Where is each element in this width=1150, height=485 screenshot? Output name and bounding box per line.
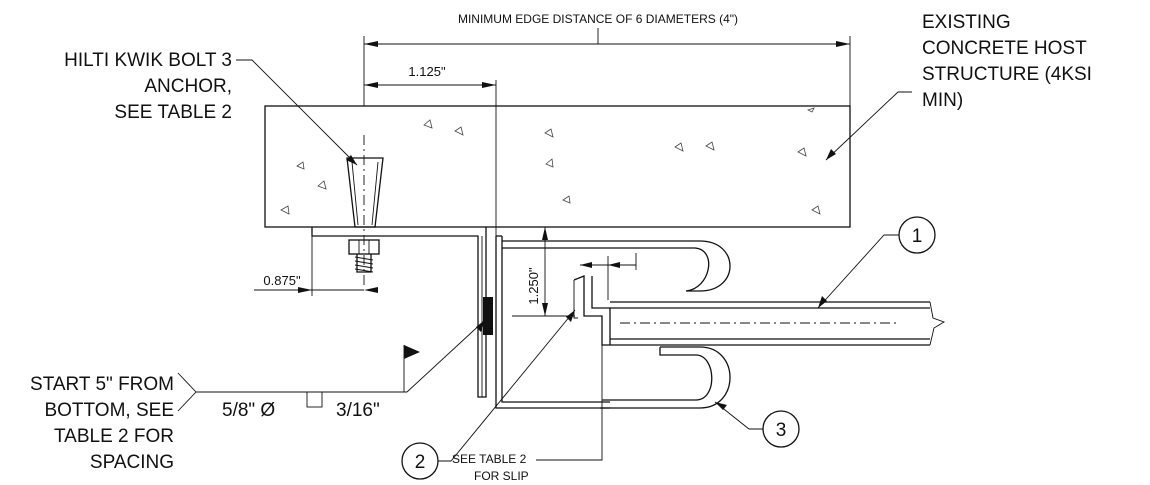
slip-label-line1: SEE TABLE 2 [452, 452, 527, 466]
callout-1-number: 1 [912, 226, 923, 247]
callout-2-number: 2 [415, 452, 426, 473]
steel-angle [311, 227, 493, 398]
weld-symbol: START 5" FROM BOTTOM, SEE TABLE 2 FOR SP… [30, 319, 486, 473]
bolt-offset-dimension-label: 0.875" [263, 273, 301, 288]
slip-label-line2: FOR SLIP [474, 469, 529, 483]
start-label-line1: START 5" FROM [30, 374, 174, 395]
slip-dimension [580, 253, 637, 300]
edge-distance-dimension: MINIMUM EDGE DISTANCE OF 6 DIAMETERS (4"… [363, 12, 851, 106]
gap-dimension: 1.250" [512, 227, 575, 317]
existing-label-line2: CONCRETE HOST [922, 38, 1087, 59]
callout-3-number: 3 [776, 420, 787, 441]
stud-member [610, 301, 946, 346]
start-label-line4: SPACING [90, 452, 174, 473]
slip-note: SEE TABLE 2 FOR SLIP [452, 345, 603, 483]
edge-offset-dimension-label: 1.125" [408, 64, 446, 79]
anchor-label-line1: HILTI KWIK BOLT 3 [64, 50, 232, 71]
min-edge-distance-label: MINIMUM EDGE DISTANCE OF 6 DIAMETERS (4"… [458, 12, 738, 26]
callout-3: 3 [714, 401, 800, 448]
anchor-label-line2: ANCHOR, [144, 76, 232, 97]
anchor-bolt [346, 135, 384, 288]
weld-leg-label: 3/16" [336, 400, 380, 421]
existing-label-line4: MIN) [922, 90, 963, 111]
concrete-slab [264, 105, 851, 228]
clip-channel [495, 235, 731, 409]
existing-label-line1: EXISTING [922, 12, 1011, 33]
callout-1: 1 [817, 216, 936, 309]
anchor-leader: HILTI KWIK BOLT 3 ANCHOR, SEE TABLE 2 [64, 50, 358, 166]
start-label-line2: BOTTOM, SEE [44, 400, 174, 421]
concrete-leader: EXISTING CONCRETE HOST STRUCTURE (4KSI M… [825, 12, 1092, 161]
anchor-label-line3: SEE TABLE 2 [114, 102, 232, 123]
existing-label-line3: STRUCTURE (4KSI [922, 64, 1092, 85]
edge-offset-dimension: 1.125" [364, 64, 497, 236]
gap-dimension-label: 1.250" [526, 267, 541, 305]
callout-2: 2 [401, 309, 576, 480]
start-label-line3: TABLE 2 FOR [54, 426, 174, 447]
weld-size-label: 5/8" Ø [222, 400, 275, 421]
bolt-offset-dimension: 0.875" [254, 236, 378, 296]
